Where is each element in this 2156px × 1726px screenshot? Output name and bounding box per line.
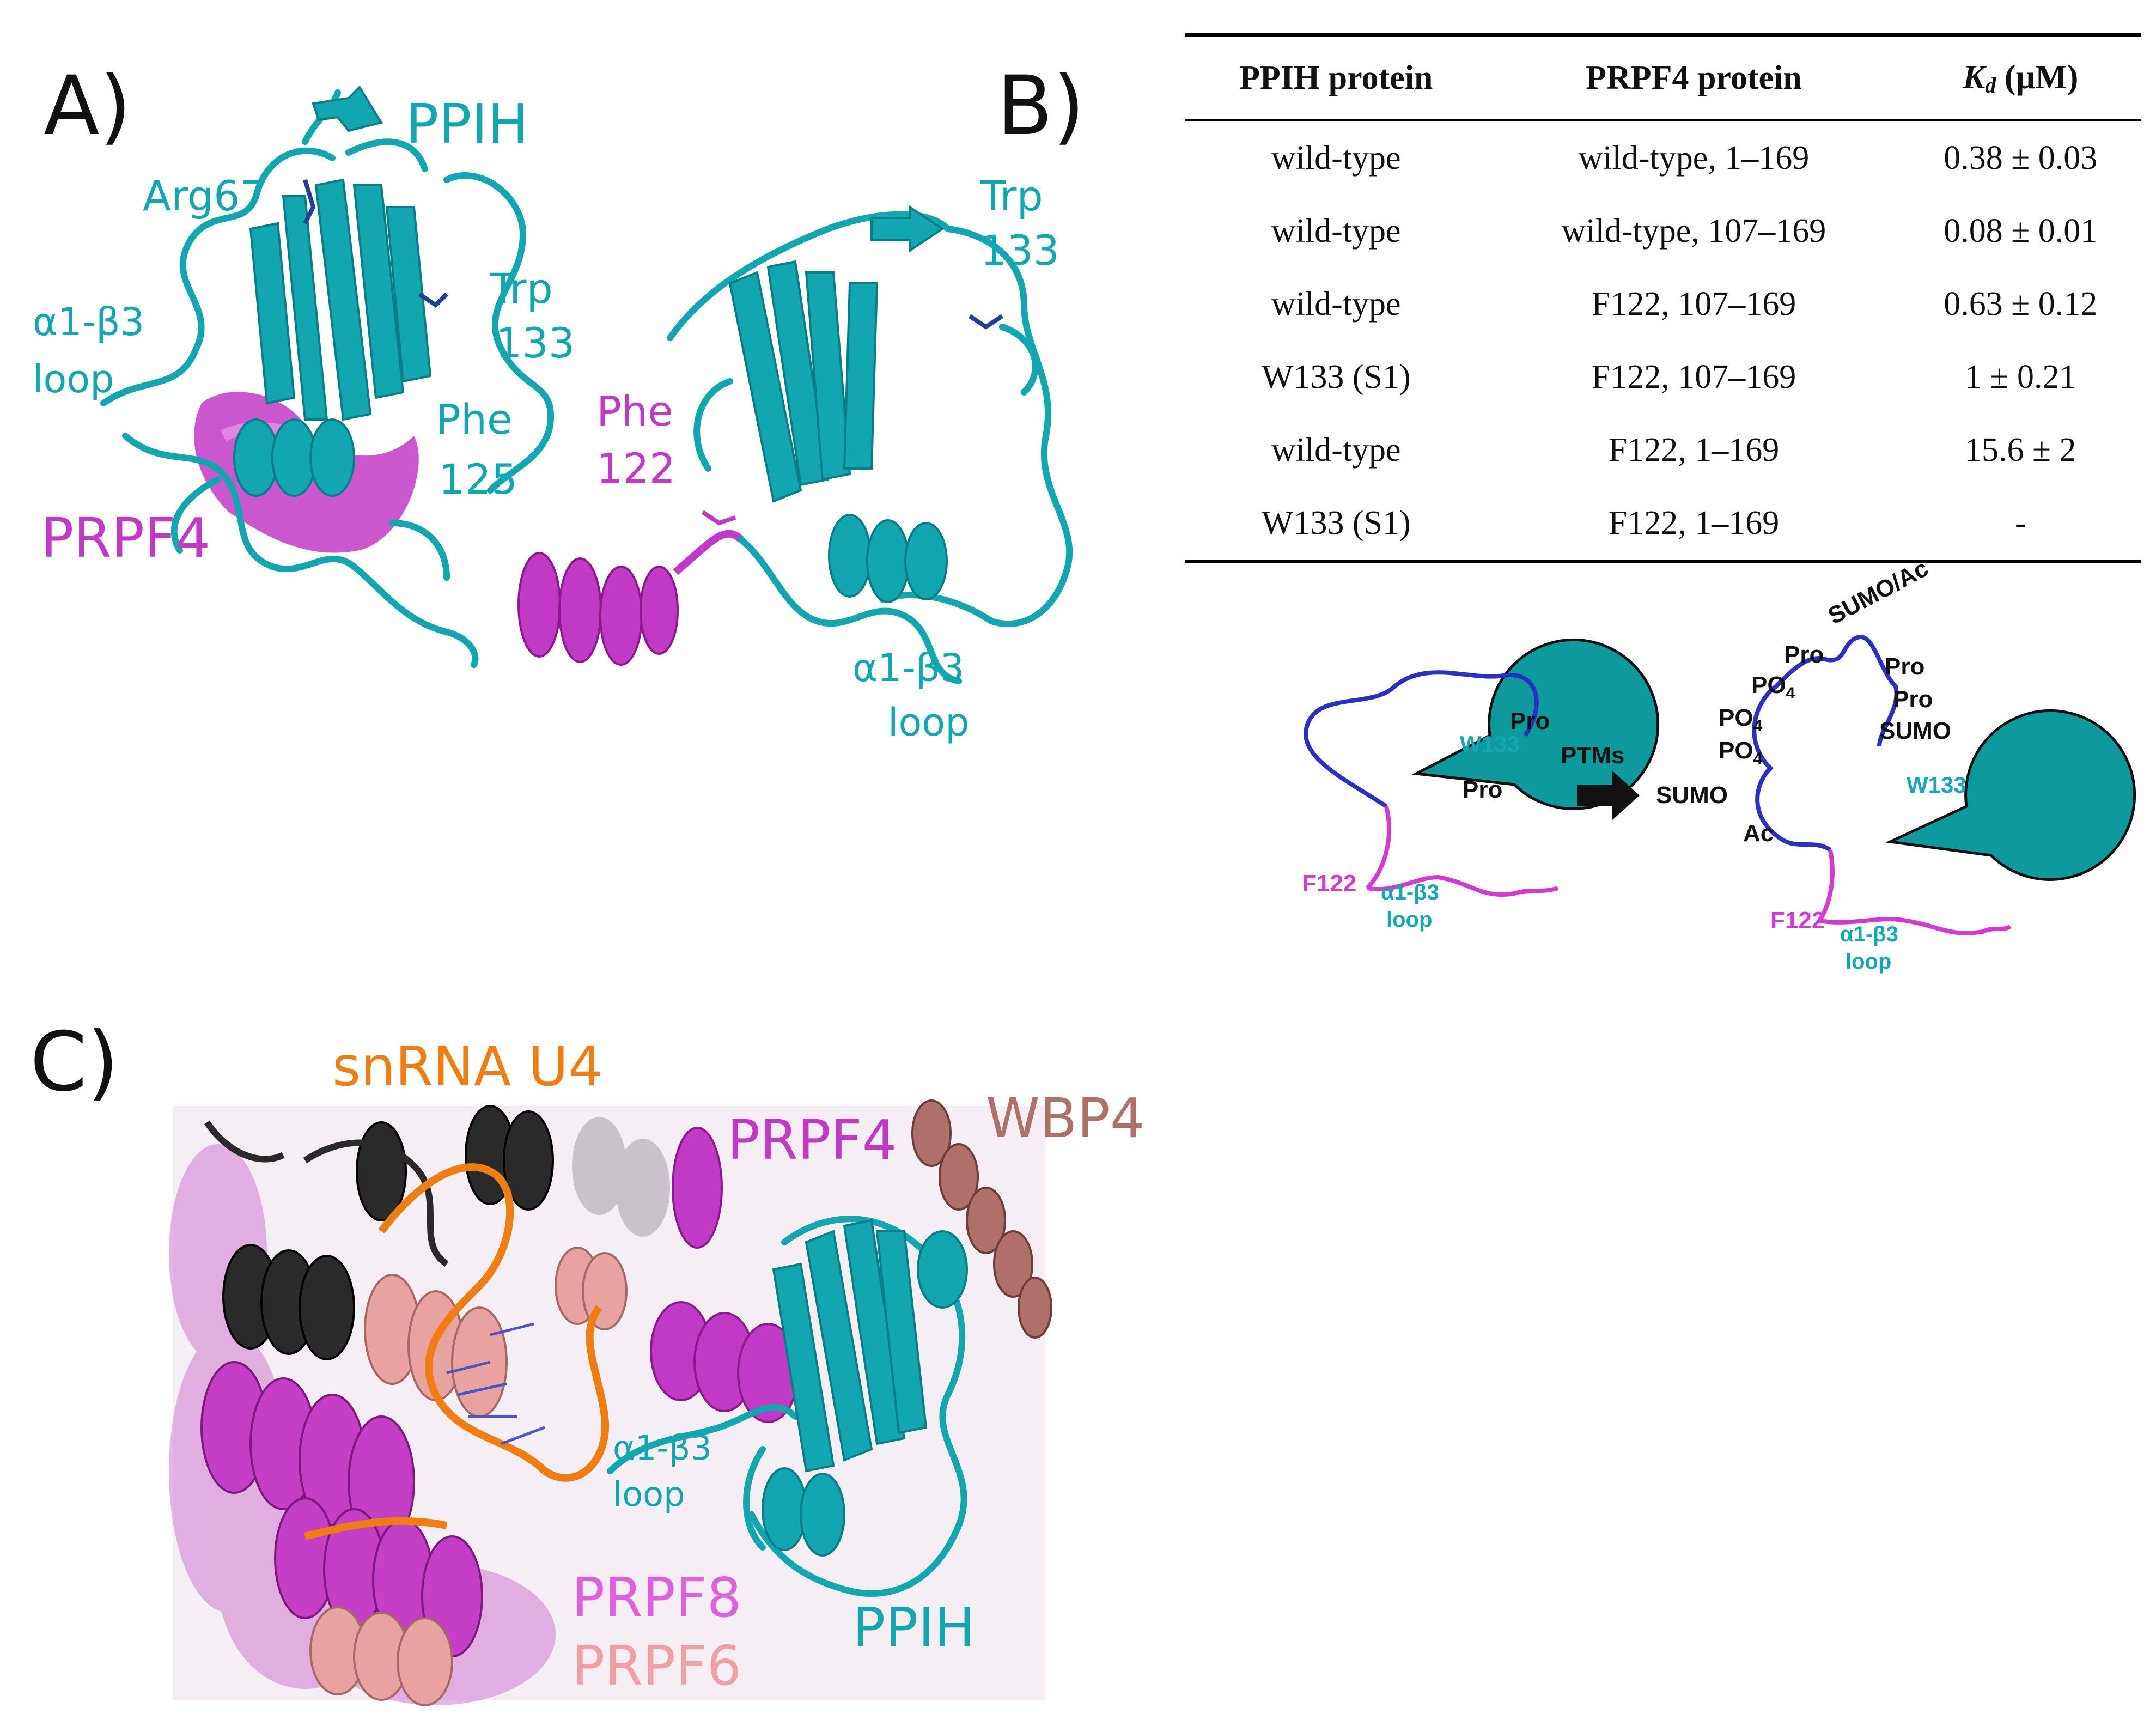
panel-a-loop-label-1: α1-β3 [33, 300, 145, 344]
kd-table: PPIH protein PRPF4 protein Kd (µM) wild-… [1185, 33, 2141, 563]
table-row: W133 (S1) F122, 107–169 1 ± 0.21 [1185, 341, 2141, 414]
cell-ppih: W133 (S1) [1185, 487, 1488, 563]
sch-ptms-label: PTMs [1561, 742, 1625, 769]
sch-po4-sub: 4 [1753, 749, 1763, 768]
panel-c-prpf8-label: PRPF8 [572, 1566, 742, 1630]
sch-right-sumo-2: SUMO [1656, 782, 1728, 809]
sch-right-f122: F122 [1770, 907, 1825, 934]
kd-table-header-row: PPIH protein PRPF4 protein Kd (µM) [1185, 33, 2141, 121]
panel-a-ppih-label: PPIH [406, 92, 529, 156]
panel-a-phe-num-label: 125 [438, 455, 518, 503]
table-row: wild-type F122, 107–169 0.63 ± 0.12 [1185, 268, 2141, 341]
sch-right-pro-1: Pro [1784, 641, 1824, 668]
panel-b-phe-num-label: 122 [596, 444, 676, 493]
sch-right-ac: Ac [1743, 820, 1774, 847]
panel-c-prpf4-label: PRPF4 [727, 1108, 897, 1172]
header-kd-subscript: d [1985, 72, 1996, 98]
panel-b-structure [517, 205, 1073, 684]
panel-b-loop-label-2: loop [888, 700, 970, 745]
cell-ppih: wild-type [1271, 212, 1401, 250]
sch-right-po4-1: PO4 [1751, 673, 1795, 702]
cell-prpf4: F122, 1–169 [1487, 487, 1901, 563]
cell-prpf4: wild-type, 1–169 [1578, 139, 1810, 177]
header-prpf4-protein: PRPF4 protein [1487, 33, 1901, 121]
cell-kd: - [1900, 487, 2141, 563]
table-row: wild-type wild-type, 107–169 0.08 ± 0.01 [1185, 195, 2141, 268]
sch-right-po4-3: PO4 [1719, 739, 1762, 767]
sch-left-loop-1: α1-β3 [1381, 880, 1439, 904]
cell-prpf4: F122, 1–169 [1608, 431, 1780, 469]
sch-left-pro-inner: Pro [1463, 776, 1503, 803]
table-row: W133 (S1) F122, 1–169 - [1185, 487, 2141, 563]
table-row: wild-type F122, 1–169 15.6 ± 2 [1185, 414, 2141, 487]
ptm-arrow-icon [1577, 771, 1640, 820]
panel-a-structure [100, 85, 555, 668]
panel-a-loop-label-2: loop [33, 357, 114, 402]
sch-right-po4-2: PO4 [1719, 706, 1762, 734]
cell-kd: 0.63 ± 0.12 [1944, 285, 2098, 323]
sch-po4-text: PO [1719, 704, 1753, 731]
sch-left-f122: F122 [1302, 870, 1357, 897]
sch-left-loop-2: loop [1386, 908, 1433, 932]
sch-right-pro-2: Pro [1885, 653, 1925, 680]
cell-ppih: wild-type [1271, 431, 1401, 469]
panel-a-trp-label: Trp [490, 264, 553, 313]
sch-right-sumo-1: SUMO [1879, 718, 1951, 744]
panel-c-prpf6-label: PRPF6 [572, 1634, 742, 1698]
cell-kd: 0.08 ± 0.01 [1944, 212, 2098, 250]
table-row: wild-type wild-type, 1–169 0.38 ± 0.03 [1185, 120, 2141, 195]
cell-ppih: wild-type [1271, 139, 1401, 177]
cell-kd: 1 ± 0.21 [1964, 358, 2076, 396]
header-ppih-protein: PPIH protein [1185, 33, 1488, 121]
panel-a-arg67-label: Arg67 [143, 172, 266, 220]
sch-right-loop-1: α1-β3 [1840, 922, 1898, 946]
panel-c-wbp4-label: WBP4 [986, 1086, 1145, 1150]
panel-b-phe-label: Phe [596, 387, 673, 435]
cell-prpf4: wild-type, 107–169 [1561, 212, 1826, 250]
cell-kd: 0.38 ± 0.03 [1944, 139, 2098, 177]
ppih-pacman-right [1885, 709, 2136, 881]
panel-b-trp-label: Trp [980, 172, 1043, 220]
panel-c-ppih-label: PPIH [852, 1596, 976, 1660]
sch-po4-sub: 4 [1786, 684, 1795, 702]
panel-c-snrna-label: snRNA U4 [332, 1035, 603, 1098]
sch-right-pro-3: Pro [1893, 686, 1933, 713]
panel-a-trp-num-label: 133 [496, 319, 575, 367]
sch-left-w133: W133 [1460, 731, 1520, 757]
cell-ppih: W133 (S1) [1261, 358, 1411, 396]
panel-b-trp-num-label: 133 [980, 226, 1060, 275]
sch-right-loop-2: loop [1846, 950, 1892, 974]
panel-c-loop-label-2: loop [613, 1474, 685, 1514]
sch-po4-text: PO [1751, 672, 1786, 698]
cell-prpf4: F122, 107–169 [1591, 358, 1796, 396]
panel-a-letter: A) [44, 59, 132, 154]
panel-c-structure [169, 1099, 1052, 1706]
header-kd-symbol: K [1963, 58, 1986, 96]
panel-a-phe-label: Phe [436, 395, 513, 443]
cell-ppih: wild-type [1271, 285, 1401, 323]
header-kd: Kd (µM) [1900, 33, 2141, 121]
cell-kd: 15.6 ± 2 [1964, 431, 2076, 469]
panel-c-loop-label-1: α1-β3 [613, 1428, 712, 1468]
panel-c-letter: C) [30, 1015, 119, 1110]
sch-po4-sub: 4 [1753, 716, 1763, 735]
ptm-schematic [1304, 635, 2136, 935]
panel-a-prpf4-label: PRPF4 [41, 506, 211, 570]
cell-prpf4: F122, 107–169 [1591, 285, 1796, 323]
panel-b-loop-label-1: α1-β3 [852, 646, 965, 690]
sch-right-w133: W133 [1907, 772, 1966, 798]
ppih-pacman-left [1411, 639, 1660, 810]
sch-po4-text: PO [1719, 737, 1753, 764]
panel-b-letter: B) [997, 59, 1085, 154]
sch-left-pro-top: Pro [1510, 708, 1550, 734]
header-kd-unit: (µM) [1996, 58, 2079, 96]
